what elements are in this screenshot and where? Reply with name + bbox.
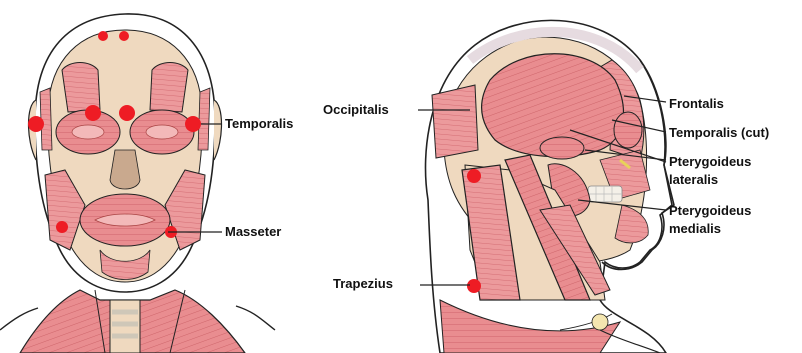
label-temporalis-cut: Temporalis (cut) bbox=[669, 125, 769, 141]
label-pterygoideus-medialis-line2: medialis bbox=[669, 221, 721, 237]
label-trapezius: Trapezius bbox=[333, 276, 393, 292]
label-pterygoideus-medialis-line1: Pterygoideus bbox=[669, 203, 751, 219]
label-pterygoideus-lateralis-line1: Pterygoideus bbox=[669, 154, 751, 170]
label-pterygoideus-lateralis-line2: lateralis bbox=[669, 172, 718, 188]
label-masseter: Masseter bbox=[225, 224, 281, 240]
label-temporalis: Temporalis bbox=[225, 116, 293, 132]
front-head bbox=[0, 14, 275, 353]
label-frontalis: Frontalis bbox=[669, 96, 724, 112]
side-head bbox=[425, 20, 674, 353]
label-occipitalis: Occipitalis bbox=[323, 102, 389, 118]
